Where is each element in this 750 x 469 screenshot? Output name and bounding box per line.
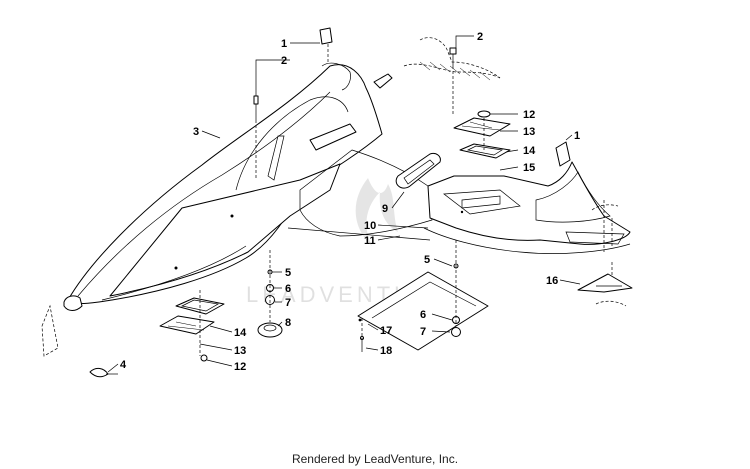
part-10-tunnel-pan [423,227,631,254]
callout-13-upper: 13 [523,126,535,138]
callout-14-lower: 14 [234,327,247,339]
callout-leaders [107,35,581,373]
callout-5-right: 5 [424,254,430,266]
part-9-vent [395,153,441,189]
callout-7-right: 7 [420,326,426,338]
callout-3: 3 [193,126,199,138]
part-1-top-cap [319,27,333,45]
reference-track-above [403,37,501,81]
callout-12-lower: 12 [234,361,246,373]
part-11-belly-pan [287,149,433,241]
callout-6-left: 6 [285,283,291,295]
screw-2-right [449,47,457,66]
callout-15: 15 [523,162,535,174]
part-17-side-bracket [357,271,489,351]
callout-1-top: 1 [281,38,287,50]
part-12-14-lower-vent [159,297,225,362]
reference-lines-right [591,200,627,307]
flame-logo-icon [355,178,398,246]
part-1-rear-cap [555,141,571,167]
callout-7-left: 7 [285,297,291,309]
callout-12-upper: 12 [523,109,535,121]
callout-4: 4 [120,359,127,371]
assembly-leader-lines [199,44,613,356]
callout-16: 16 [546,275,558,287]
callout-8: 8 [285,317,291,329]
exploded-parts-diagram: LEADVENTURE [41,27,633,378]
part-15-rear-tunnel [427,161,631,245]
callout-labels: 1 2 3 2 12 13 1 14 15 9 10 11 5 6 7 8 14… [120,31,580,373]
part-12-14-upper-vent [453,110,511,159]
callout-11: 11 [364,235,376,247]
part-3-nose-pan [63,62,393,311]
callout-17: 17 [380,325,392,337]
callout-13-lower: 13 [234,345,246,357]
callout-10: 10 [364,220,376,232]
callout-1-rear: 1 [574,130,580,142]
callout-2-top-right: 2 [477,31,483,43]
callout-6-right: 6 [420,309,426,321]
footer-credit: Rendered by LeadVenture, Inc. [291,452,459,466]
callout-2-top-left: 2 [281,55,287,67]
screw-2-left [253,95,259,120]
part-16-mud-flap [577,273,633,293]
callout-14-upper: 14 [523,145,536,157]
callout-5-left: 5 [285,267,291,279]
callout-9: 9 [382,203,388,215]
part-4-hitch-pin [41,304,118,378]
callout-18: 18 [380,345,392,357]
